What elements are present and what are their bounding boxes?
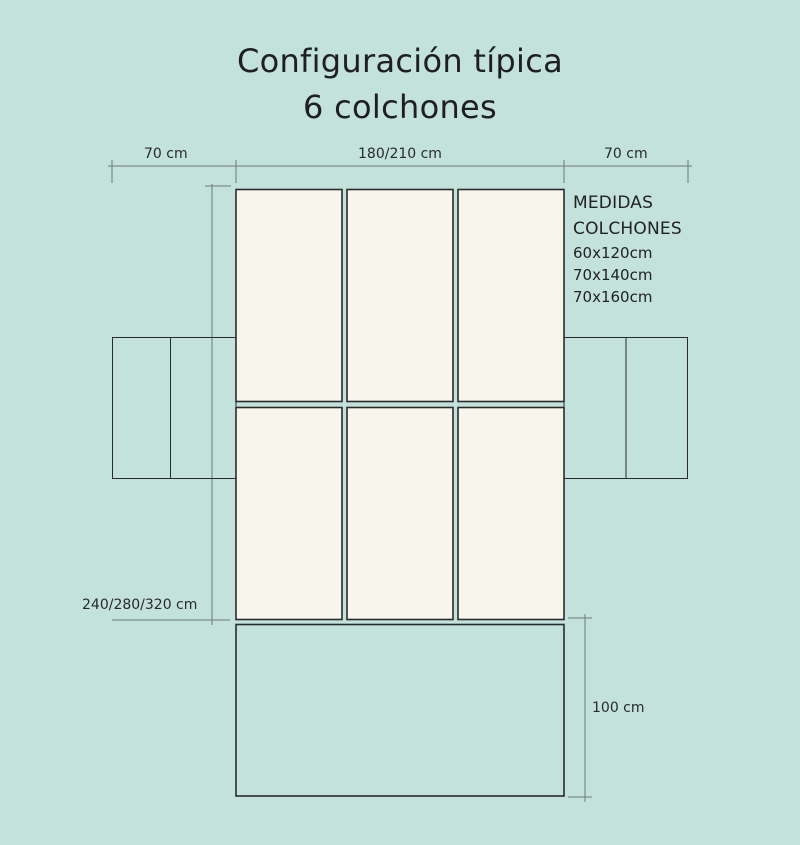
mattress-sizes-legend: MEDIDAS COLCHONES 60x120cm 70x140cm 70x1… [573,190,682,308]
right-width-label: 70 cm [604,146,648,162]
legend-size: 70x160cm [573,288,653,306]
bottom-dimension-line [568,614,592,802]
right-side-sections [563,337,688,479]
mattress [235,188,343,403]
left-width-label: 70 cm [144,146,188,162]
mattress [235,406,343,621]
mattress [346,188,454,403]
mattress [346,406,454,621]
top-dimension-line [108,160,692,183]
mattress [457,406,565,621]
legend-size: 70x140cm [573,266,653,284]
bottom-length-label: 100 cm [592,700,645,716]
length-dimension-line [112,184,231,625]
title-line-2: 6 colchones [303,88,497,126]
left-side-sections [112,337,237,479]
legend-heading-line-1: MEDIDAS [573,193,654,213]
legend-size: 60x120cm [573,244,653,262]
title-line-1: Configuración típica [236,42,564,80]
mattress [457,188,565,403]
legend-heading-line-2: COLCHONES [573,219,682,239]
total-length-label: 240/280/320 cm [82,597,198,613]
center-width-label: 180/210 cm [358,146,442,162]
bottom-section [235,623,565,797]
